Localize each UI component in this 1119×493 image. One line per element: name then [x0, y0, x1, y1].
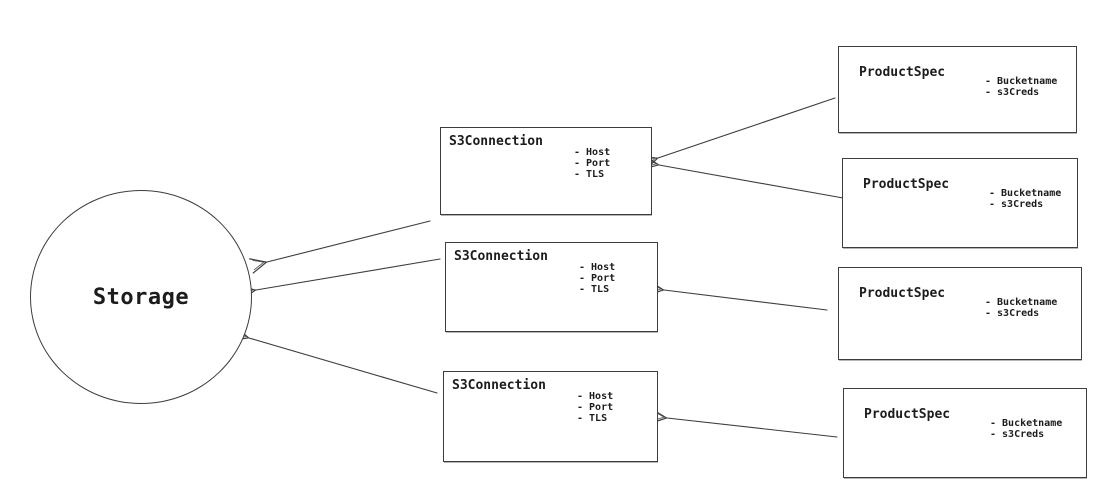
- attribute-bucketname: - Bucketname: [985, 297, 1058, 308]
- edge-productspec4-to-s3connection3[interactable]: [649, 408, 838, 438]
- product-spec-title: ProductSpec: [863, 177, 950, 192]
- s3-connection-title: S3Connection: [449, 134, 543, 149]
- node-product-spec-2[interactable]: ProductSpec - Bucketname - s3Creds: [842, 158, 1078, 248]
- node-product-spec-1[interactable]: ProductSpec - Bucketname - s3Creds: [838, 46, 1077, 133]
- attribute-host: - Host: [574, 147, 611, 158]
- edge-productspec3-to-s3connection2[interactable]: [646, 280, 828, 311]
- attribute-s3creds: - s3Creds: [985, 87, 1040, 98]
- attribute-tls: - TLS: [574, 169, 605, 180]
- s3-connection-title: S3Connection: [452, 378, 546, 393]
- storage-label: Storage: [92, 284, 190, 310]
- edge-s3connection1-to-storage[interactable]: [249, 220, 431, 274]
- attribute-s3creds: - s3Creds: [989, 199, 1044, 210]
- product-spec-title: ProductSpec: [859, 65, 946, 80]
- attribute-tls: - TLS: [579, 284, 610, 295]
- product-spec-title: ProductSpec: [864, 407, 951, 422]
- node-s3-connection-2[interactable]: S3Connection - Host - Port - TLS: [445, 242, 658, 332]
- product-spec-attributes: - Bucketname - s3Creds: [990, 418, 1062, 440]
- edge-productspec1-to-s3connection1[interactable]: [639, 97, 836, 171]
- edge-s3connection3-to-storage[interactable]: [230, 325, 438, 394]
- product-spec-attributes: - Bucketname - s3Creds: [985, 297, 1057, 319]
- attribute-bucketname: - Bucketname: [985, 76, 1058, 87]
- node-product-spec-3[interactable]: ProductSpec - Bucketname - s3Creds: [838, 267, 1082, 360]
- node-product-spec-4[interactable]: ProductSpec - Bucketname - s3Creds: [843, 388, 1087, 478]
- s3-connection-title: S3Connection: [454, 249, 548, 264]
- edge-s3connection2-to-storage[interactable]: [238, 258, 441, 301]
- attribute-port: - Port: [577, 402, 614, 413]
- product-spec-attributes: - Bucketname - s3Creds: [985, 76, 1057, 98]
- edge-productspec2-to-s3connection1[interactable]: [641, 154, 844, 199]
- attribute-bucketname: - Bucketname: [989, 188, 1062, 199]
- node-s3-connection-3[interactable]: S3Connection - Host - Port - TLS: [443, 371, 658, 462]
- attribute-bucketname: - Bucketname: [990, 418, 1063, 429]
- attribute-host: - Host: [577, 391, 614, 402]
- s3-connection-attributes: - Host - Port - TLS: [574, 147, 610, 180]
- attribute-host: - Host: [579, 262, 616, 273]
- product-spec-attributes: - Bucketname - s3Creds: [989, 188, 1061, 210]
- s3-connection-attributes: - Host - Port - TLS: [577, 391, 613, 424]
- attribute-s3creds: - s3Creds: [990, 429, 1045, 440]
- attribute-s3creds: - s3Creds: [985, 308, 1040, 319]
- attribute-port: - Port: [574, 158, 611, 169]
- attribute-port: - Port: [579, 273, 616, 284]
- s3-connection-attributes: - Host - Port - TLS: [579, 262, 615, 295]
- node-s3-connection-1[interactable]: S3Connection - Host - Port - TLS: [440, 127, 652, 215]
- product-spec-title: ProductSpec: [859, 286, 946, 301]
- attribute-tls: - TLS: [577, 413, 608, 424]
- node-storage[interactable]: Storage: [30, 190, 252, 404]
